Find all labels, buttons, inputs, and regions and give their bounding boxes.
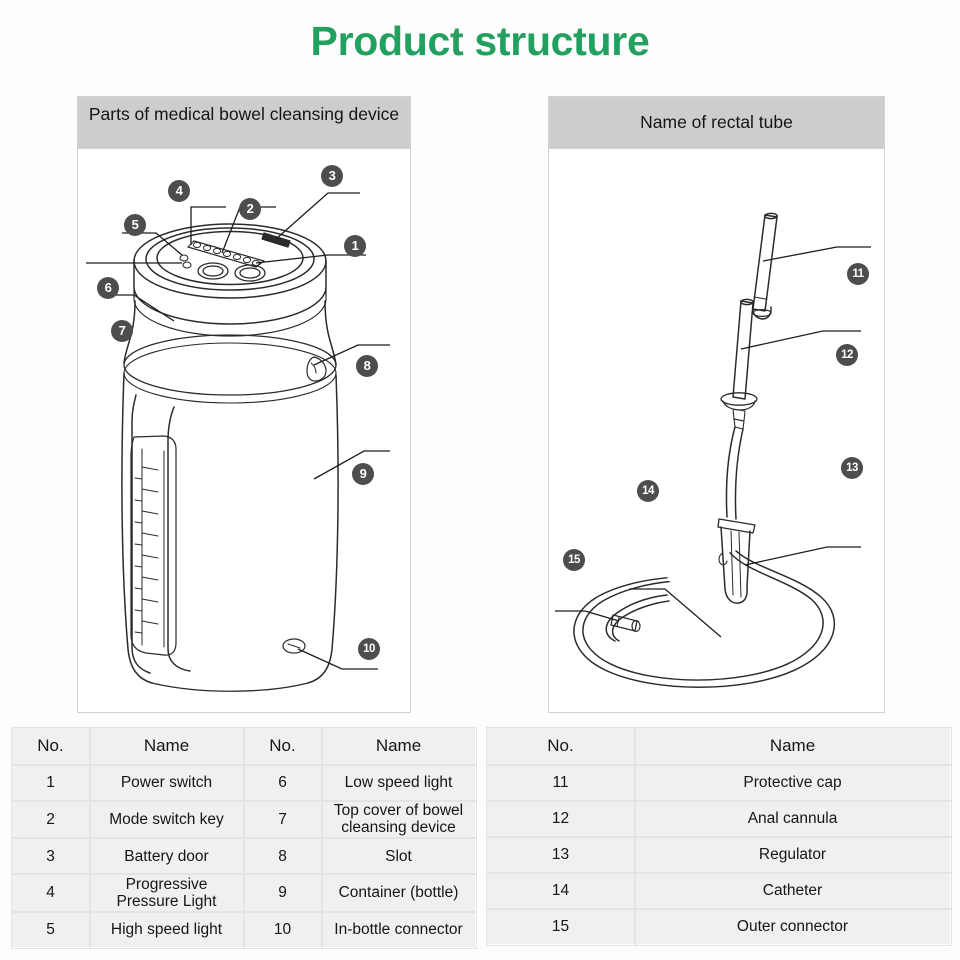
callout-1: 1 [344,235,366,257]
cell-name: Slot [320,837,477,876]
col-name-1: Name [88,726,245,766]
cell-name: In-bottle connector [320,910,477,949]
cell-no: 12 [485,799,636,838]
callout-8: 8 [356,355,378,377]
table-row: 15 Outer connector [485,907,952,946]
table-header-row: No. Name No. Name [10,726,477,766]
cell-name: Low speed light [320,763,477,802]
cell-no: 9 [242,873,323,913]
cell-no: 6 [242,763,323,802]
callout-13: 13 [841,457,863,479]
cell-name: Regulator [633,835,952,874]
cell-no: 8 [242,837,323,876]
callout-7: 7 [111,320,133,342]
page-title: Product structure [310,18,650,64]
parts-table-right: No. Name 11 Protective cap 12 Anal cannu… [485,726,952,946]
cell-no: 15 [485,907,636,946]
cell-no: 10 [242,910,323,949]
callout-9: 9 [352,463,374,485]
panel-right-header: Name of rectal tube [549,97,884,149]
panel-parts-of-device: Parts of medical bowel cleansing device [77,96,411,713]
cell-no: 13 [485,835,636,874]
table-row: 1 Power switch 6 Low speed light [10,763,477,802]
cell-name: Catheter [633,871,952,910]
panel-left-header: Parts of medical bowel cleansing device [78,97,410,149]
cell-no: 1 [10,763,91,802]
callout-5: 5 [124,214,146,236]
cell-name: Progressive Pressure Light [88,873,245,913]
panel-rectal-tube: Name of rectal tube [548,96,885,713]
table-row: 13 Regulator [485,835,952,874]
callout-3: 3 [321,165,343,187]
col-no-1: No. [10,726,91,766]
col-no-2: No. [242,726,323,766]
cell-no: 3 [10,837,91,876]
table-row: 5 High speed light 10 In-bottle connecto… [10,910,477,949]
device-line-art [86,192,390,692]
table-row: 11 Protective cap [485,763,952,802]
cell-name: Anal cannula [633,799,952,838]
callout-12: 12 [836,344,858,366]
callout-4: 4 [168,180,190,202]
cell-no: 14 [485,871,636,910]
cell-name: Battery door [88,837,245,876]
cell-name: Protective cap [633,763,952,802]
col-name: Name [633,726,952,766]
parts-table-left: No. Name No. Name 1 Power switch 6 Low s… [10,726,477,949]
cell-name: High speed light [88,910,245,949]
rectal-tube-line-art [555,212,871,688]
cell-no: 5 [10,910,91,949]
cell-no: 11 [485,763,636,802]
cell-no: 2 [10,799,91,840]
table-header-row: No. Name [485,726,952,766]
cell-no: 7 [242,799,323,840]
device-diagram [78,149,410,712]
table-row: 12 Anal cannula [485,799,952,838]
table-row: 14 Catheter [485,871,952,910]
cell-name: Top cover of bowel cleansing device [320,799,477,840]
cell-name: Container (bottle) [320,873,477,913]
col-no: No. [485,726,636,766]
cell-name: Power switch [88,763,245,802]
callout-6: 6 [97,277,119,299]
callout-15: 15 [563,549,585,571]
callout-2: 2 [239,198,261,220]
cell-no: 4 [10,873,91,913]
cell-name: Outer connector [633,907,952,946]
table-row: 4 Progressive Pressure Light 9 Container… [10,873,477,913]
callout-10: 10 [358,638,380,660]
table-row: 3 Battery door 8 Slot [10,837,477,876]
table-row: 2 Mode switch key 7 Top cover of bowel c… [10,799,477,840]
cell-name: Mode switch key [88,799,245,840]
rectal-tube-diagram [549,149,884,712]
callout-11: 11 [847,263,869,285]
col-name-2: Name [320,726,477,766]
callout-14: 14 [637,480,659,502]
